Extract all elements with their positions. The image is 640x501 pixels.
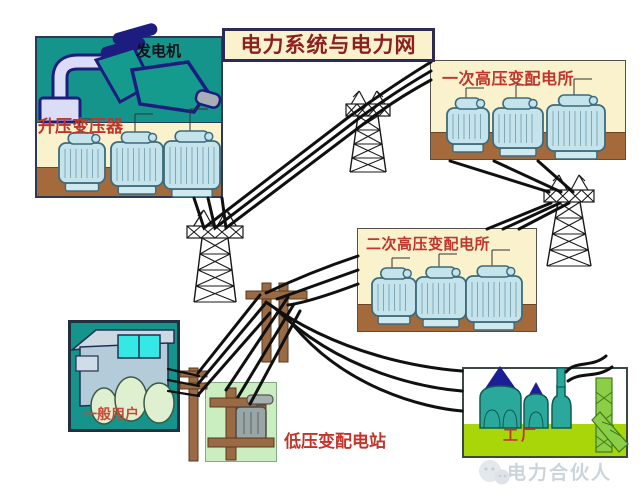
power-line <box>206 69 433 231</box>
step-up-transformer-label: 升压变压器 <box>38 117 123 136</box>
watermark-text: 电力合伙人 <box>507 463 613 484</box>
power-line <box>286 282 360 307</box>
secondary-ground <box>358 304 536 331</box>
power-line <box>220 78 433 231</box>
plant-ground <box>37 167 221 196</box>
primary-substation-label: 一次高压变配电所 <box>442 71 575 88</box>
service-pole <box>179 367 208 462</box>
utility-pole <box>245 282 308 363</box>
low-voltage-station-box <box>205 382 277 462</box>
general-users-label: 一般用户 <box>83 408 139 423</box>
power-line <box>517 201 571 231</box>
power-line <box>492 159 563 194</box>
power-line <box>448 159 551 194</box>
power-line <box>224 295 290 392</box>
power-line <box>196 302 267 386</box>
factory-ground <box>464 424 626 456</box>
wechat-logo-icon <box>479 460 510 485</box>
power-line <box>196 293 262 375</box>
power-line <box>275 268 360 301</box>
power-line <box>536 159 575 194</box>
power-line <box>192 60 433 231</box>
generator-label: 发电机 <box>136 44 182 60</box>
factory-label: 工厂 <box>503 428 540 444</box>
power-plant-hall <box>37 38 221 123</box>
power-line <box>501 201 562 231</box>
secondary-substation-label: 二次高压变配电所 <box>366 237 491 253</box>
power-line <box>485 201 553 231</box>
low-voltage-station-label: 低压变配电站 <box>284 432 386 451</box>
diagram-title: 电力系统与电力网 <box>222 28 435 62</box>
power-line <box>264 254 360 295</box>
factory-box <box>462 367 628 458</box>
primary-ground <box>431 132 625 159</box>
